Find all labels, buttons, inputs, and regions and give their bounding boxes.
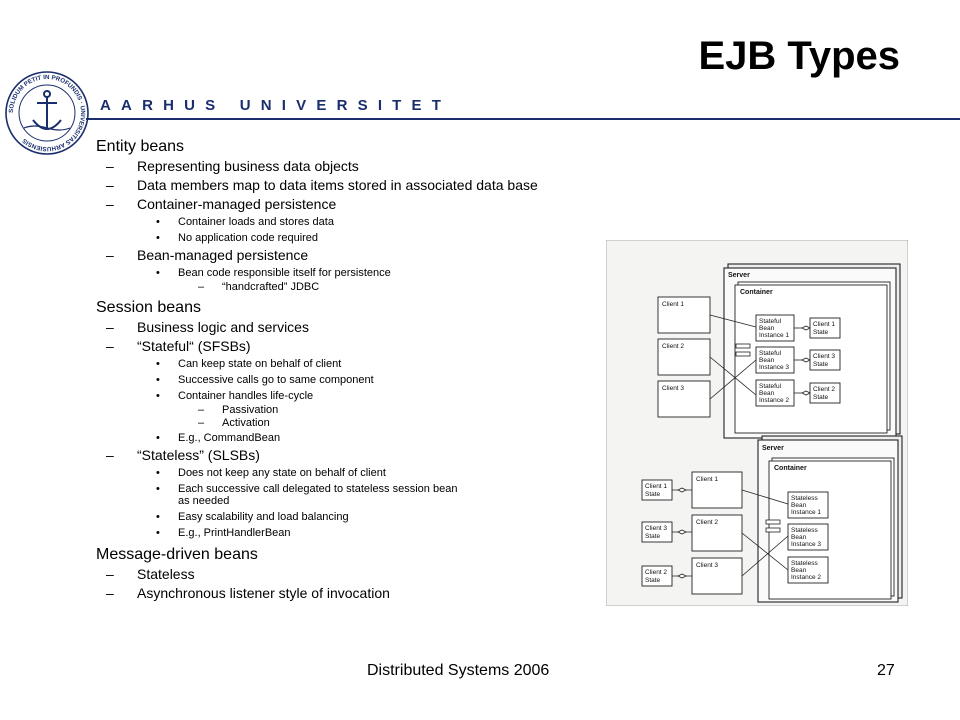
svg-text:State: State [813,361,829,368]
client-label: Client 2 [662,343,684,350]
server-label: Server [728,272,750,279]
svg-text:Instance 2: Instance 2 [759,397,789,404]
bean-label: Stateless [791,495,818,502]
svg-text:State: State [645,577,661,584]
svg-text:Bean: Bean [791,502,807,509]
list-item: –Data members map to data items stored i… [106,177,538,193]
list-item: –Passivation [198,404,279,416]
svg-text:State: State [813,329,829,336]
bean-label: Stateful [759,350,782,357]
list-item: •Bean code responsible itself for persis… [156,267,391,279]
list-item: –“Stateful“ (SFSBs) [106,338,251,354]
list-item: •Each successive call delegated to state… [156,483,458,507]
client-label: Client 1 [696,476,718,483]
university-name: AARHUS UNIVERSITET [100,97,452,114]
list-item: –“Stateless” (SLSBs) [106,447,260,463]
stateful-diagram: Server Container Client 1 Client 2 Clien… [657,263,901,439]
university-seal-logo: SOLIDUM PETIT IN PROFUNDIS · UNIVERSITAS… [5,71,89,155]
svg-text:Instance 3: Instance 3 [759,364,789,371]
state-label: Client 1 [645,483,667,490]
list-item: •Can keep state on behalf of client [156,358,342,370]
bean-label: Stateless [791,560,818,567]
list-item: –Activation [198,417,270,429]
svg-text:Instance 3: Instance 3 [791,541,821,548]
state-label: Client 2 [813,386,835,393]
svg-text:Instance 2: Instance 2 [791,574,821,581]
ejb-session-bean-diagram: Server Container Client 1 Client 2 Clien… [606,240,908,606]
state-label: Client 3 [813,353,835,360]
svg-text:State: State [645,491,661,498]
container-label: Container [740,289,773,296]
list-item: –Representing business data objects [106,158,359,174]
list-item: –Stateless [106,566,195,582]
svg-text:Bean: Bean [759,390,775,397]
svg-text:Instance 1: Instance 1 [759,332,789,339]
list-item: –Business logic and services [106,319,309,335]
list-item: •No application code required [156,232,319,244]
slide-content: Entity beans –Representing business data… [96,137,616,603]
svg-text:State: State [645,533,661,540]
list-item: •E.g., PrintHandlerBean [156,527,291,539]
client-label: Client 3 [662,385,684,392]
footer-course-title: Distributed Systems 2006 [367,662,550,679]
list-item: –Bean-managed persistence [106,247,309,263]
entity-beans-heading: Entity beans [96,138,185,155]
container-label: Container [774,465,807,472]
server-label: Server [762,445,784,452]
list-item: –Asynchronous listener style of invocati… [106,585,390,601]
bean-label: Stateful [759,383,782,390]
state-label: Client 3 [645,525,667,532]
svg-text:Bean: Bean [759,357,775,364]
anchor-icon [32,90,62,130]
slide-title: EJB Types [698,34,900,78]
bean-label: Stateful [759,318,782,325]
list-item: –Container-managed persistence [106,196,337,212]
list-item: •Successive calls go to same component [156,374,374,386]
list-item: –“handcrafted” JDBC [198,281,320,293]
svg-text:State: State [813,394,829,401]
state-label: Client 2 [645,569,667,576]
client-label: Client 3 [696,562,718,569]
list-item: •Easy scalability and load balancing [156,511,349,523]
list-item: •Container loads and stores data [156,216,334,228]
page-number: 27 [877,662,895,679]
list-item: •E.g., CommandBean [156,432,281,444]
svg-text:Bean: Bean [791,567,807,574]
message-driven-beans-heading: Message-driven beans [96,546,258,563]
list-item: •Does not keep any state on behalf of cl… [156,467,386,479]
client-label: Client 2 [696,519,718,526]
svg-text:Instance 1: Instance 1 [791,509,821,516]
session-beans-heading: Session beans [96,299,201,316]
client-label: Client 1 [662,301,684,308]
bean-label: Stateless [791,527,818,534]
list-item: •Container handles life-cycle [156,390,314,402]
header-rule [86,118,960,120]
svg-text:Bean: Bean [759,325,775,332]
svg-text:Bean: Bean [791,534,807,541]
state-label: Client 1 [813,321,835,328]
stateless-diagram: Server Container Client 1 State Client 3… [641,435,903,603]
